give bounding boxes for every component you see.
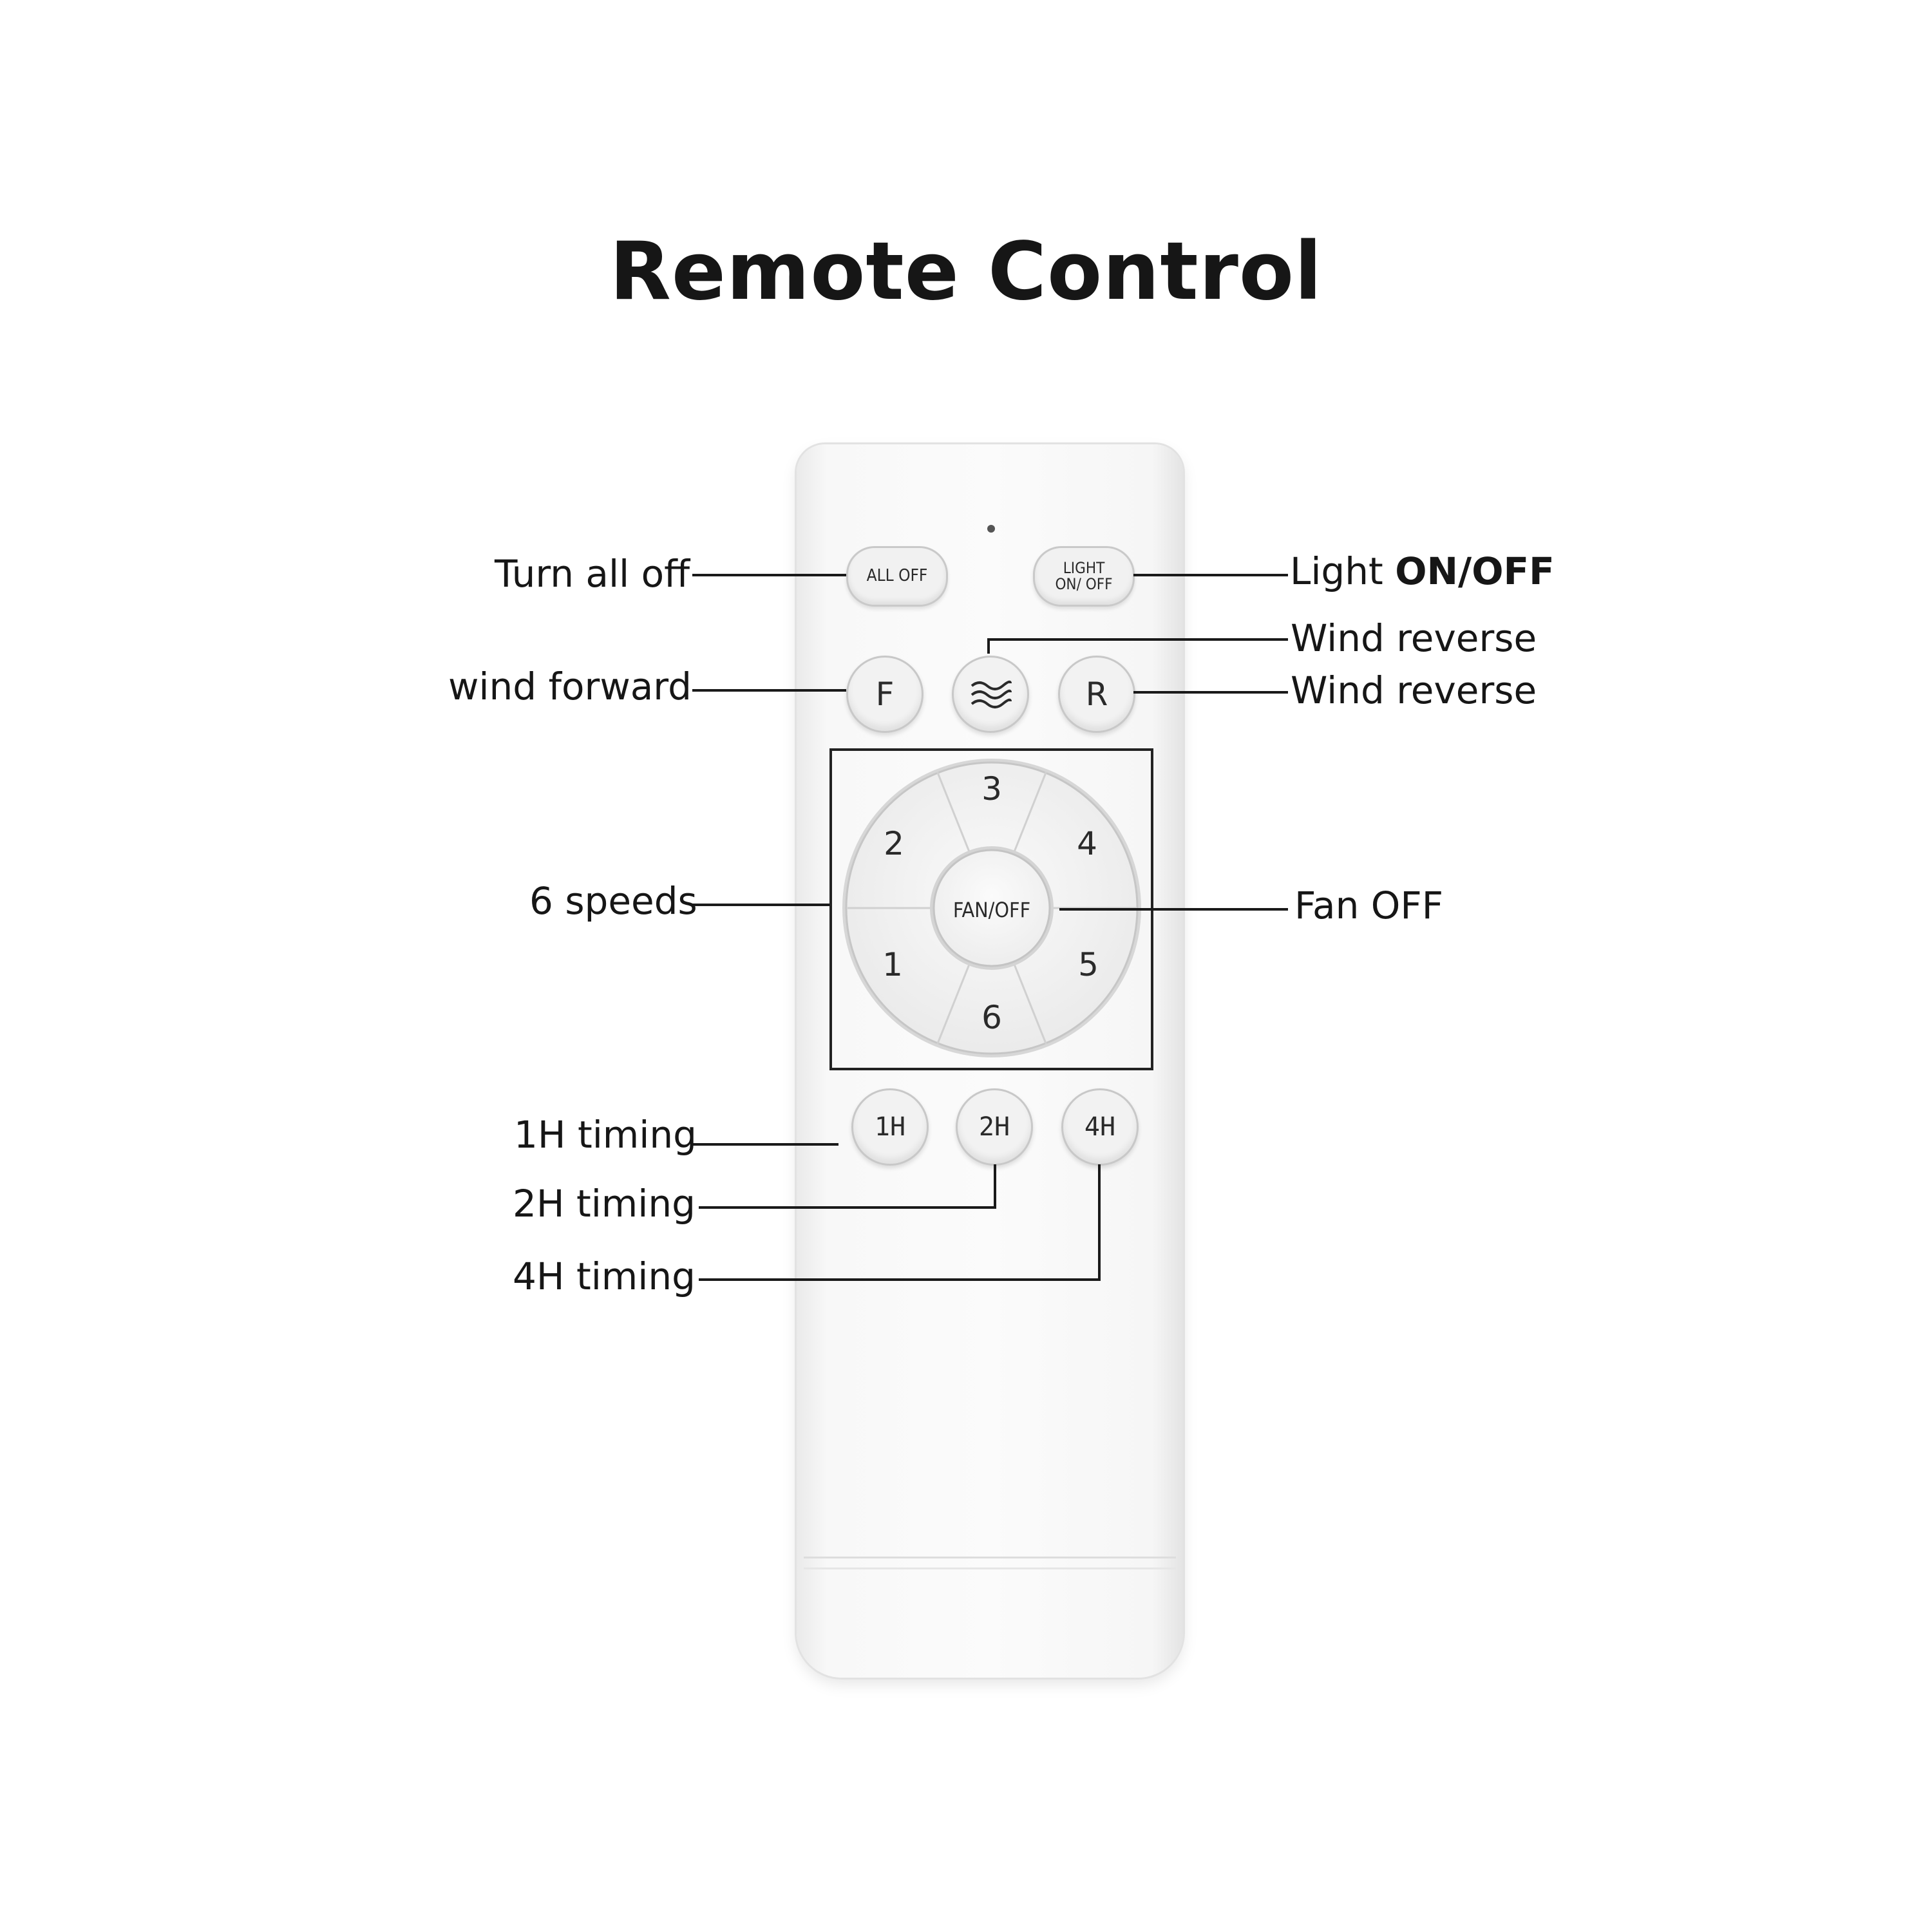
led-indicator-icon [987, 525, 995, 533]
label-six-speeds: 6 speeds [529, 879, 697, 923]
label-wind-forward: wind forward [448, 665, 692, 708]
timer-1h-label: 1H [874, 1112, 906, 1142]
label-1h-timing: 1H timing [514, 1113, 697, 1157]
timer-4h-button[interactable]: 4H [1061, 1088, 1139, 1166]
label-fan-off: Fan OFF [1294, 884, 1444, 927]
remote-seam [804, 1557, 1176, 1569]
label-turn-all-off: Turn all off [495, 552, 690, 596]
page-title: Remote Control [609, 225, 1323, 318]
wind-mode-button[interactable] [952, 656, 1029, 733]
fan-off-button-label[interactable]: FAN/OFF [953, 898, 1030, 922]
all-off-button[interactable]: ALL OFF [846, 546, 948, 607]
light-button-line1: LIGHT [1063, 558, 1105, 577]
forward-button[interactable]: F [846, 656, 923, 733]
forward-button-label: F [875, 676, 895, 713]
all-off-button-label: ALL OFF [866, 566, 928, 586]
timer-2h-label: 2H [978, 1112, 1010, 1142]
label-wind-reverse-2: Wind reverse [1291, 668, 1537, 712]
speed-1-label[interactable]: 1 [882, 946, 903, 983]
label-wind-reverse-1: Wind reverse [1291, 616, 1537, 660]
speed-4-label[interactable]: 4 [1077, 825, 1097, 862]
timer-2h-button[interactable]: 2H [956, 1088, 1033, 1166]
wind-waves-icon [971, 680, 1012, 708]
reverse-button-label: R [1085, 676, 1108, 713]
light-toggle-button[interactable]: LIGHT ON/ OFF [1033, 546, 1135, 607]
timer-1h-button[interactable]: 1H [851, 1088, 929, 1166]
light-button-line2: ON/ OFF [1055, 575, 1113, 593]
label-light-prefix: Light [1290, 549, 1396, 593]
speed-3-label[interactable]: 3 [981, 770, 1002, 808]
speed-2-label[interactable]: 2 [884, 825, 904, 862]
label-2h-timing: 2H timing [513, 1182, 696, 1226]
reverse-button[interactable]: R [1058, 656, 1135, 733]
timer-4h-label: 4H [1084, 1112, 1116, 1142]
speed-5-label[interactable]: 5 [1078, 946, 1099, 983]
speed-dial: 3 2 4 1 5 6 FAN/OFF [842, 759, 1141, 1057]
label-4h-timing: 4H timing [513, 1255, 696, 1298]
label-light-on-off: Light ON/OFF [1290, 553, 1555, 590]
speed-6-label[interactable]: 6 [981, 999, 1002, 1036]
label-light-bold: ON/OFF [1395, 549, 1555, 593]
